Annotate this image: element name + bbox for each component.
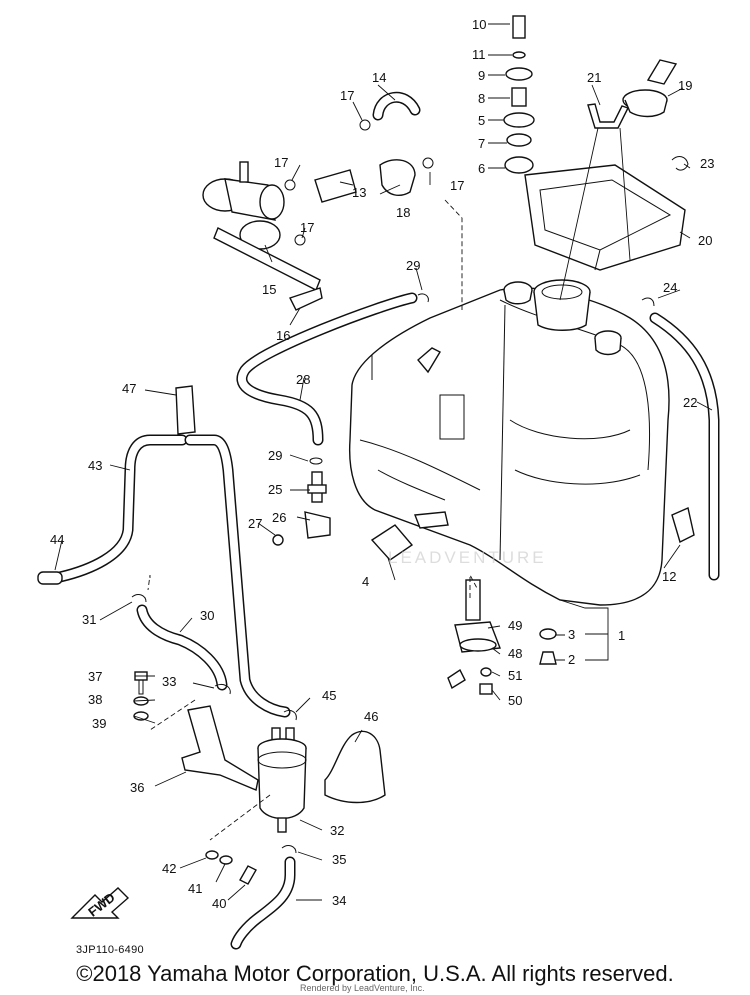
callout-11: 11: [472, 47, 486, 62]
callout-41: 41: [188, 881, 202, 896]
callout-29-upper: 29: [406, 258, 420, 273]
callout-2: 2: [568, 652, 575, 667]
part-2-bolt: [539, 651, 557, 665]
part-35-clamp: [281, 845, 297, 854]
part-21-bracket: [587, 103, 629, 129]
watermark: LEADVENTURE: [388, 548, 547, 567]
callout-17-a: 17: [340, 88, 354, 103]
callout-50: 50: [508, 693, 522, 708]
callout-42: 42: [162, 861, 176, 876]
callout-10: 10: [472, 17, 486, 32]
fuel-cap: [622, 59, 678, 118]
callout-13: 13: [352, 185, 366, 200]
part-4-tank-pad: [370, 524, 414, 561]
part-45-clamp: [283, 709, 297, 721]
callout-29-lower: 29: [268, 448, 282, 463]
callout-17-c: 17: [450, 178, 464, 193]
part-47-clamp: [175, 385, 196, 435]
callout-38: 38: [88, 692, 102, 707]
callout-5: 5: [478, 113, 485, 128]
part-28-hose: [236, 292, 418, 446]
part-13-filter: [314, 169, 357, 203]
callout-22: 22: [683, 395, 697, 410]
part-29-clamp-upper: [417, 293, 429, 303]
callout-45: 45: [322, 688, 336, 703]
leader-lines: [54, 23, 713, 901]
callout-16: 16: [276, 328, 290, 343]
callout-15: 15: [262, 282, 276, 297]
callout-12: 12: [662, 569, 676, 584]
part-23-clip: [671, 156, 689, 171]
fwd-arrow: FWD: [70, 887, 130, 920]
callout-26: 26: [272, 510, 286, 525]
callout-17-b: 17: [274, 155, 288, 170]
callout-19: 19: [678, 78, 692, 93]
part-16-bracket: [289, 287, 323, 311]
callout-47: 47: [122, 381, 136, 396]
callout-7: 7: [478, 136, 485, 151]
callout-21: 21: [587, 70, 601, 85]
callout-27: 27: [248, 516, 262, 531]
part-36-bracket: [181, 705, 259, 791]
callout-24: 24: [663, 280, 677, 295]
callout-1: 1: [618, 628, 625, 643]
callout-25: 25: [268, 482, 282, 497]
callout-33: 33: [162, 674, 176, 689]
callout-46: 46: [364, 709, 378, 724]
callout-14: 14: [372, 70, 386, 85]
callout-32: 32: [330, 823, 344, 838]
callout-48: 48: [508, 646, 522, 661]
callout-34: 34: [332, 893, 346, 908]
callout-6: 6: [478, 161, 485, 176]
part-34-hose: [230, 856, 296, 950]
render-credit: Rendered by LeadVenture, Inc.: [300, 983, 425, 993]
callout-31: 31: [82, 612, 96, 627]
fuel-petcock: [447, 579, 501, 695]
callout-numbers: 10 11 9 8 5 7 6 21 19 23 20 24 22 12 1 3…: [50, 17, 714, 911]
part-46-cover: [324, 730, 386, 804]
callout-9: 9: [478, 68, 485, 83]
part-24-clip: [641, 297, 655, 307]
part-33-clamp: [214, 683, 231, 695]
diagram-code: 3JP110-6490: [76, 944, 144, 956]
part-30-hose: [136, 604, 228, 691]
callout-3: 3: [568, 627, 575, 642]
callout-36: 36: [130, 780, 144, 795]
callout-49: 49: [508, 618, 522, 633]
callout-18: 18: [396, 205, 410, 220]
callout-39: 39: [92, 716, 106, 731]
part-32-filter: [257, 727, 307, 833]
copyright-notice: ©2018 Yamaha Motor Corporation, U.S.A. A…: [76, 961, 674, 986]
part-20-tray: [524, 164, 686, 271]
callout-30: 30: [200, 608, 214, 623]
callout-23: 23: [700, 156, 714, 171]
mount-stack: [503, 15, 535, 174]
part-22-hose: [649, 312, 720, 581]
callout-28: 28: [296, 372, 310, 387]
part-18-damper: [379, 159, 416, 197]
part-12-clip: [671, 507, 695, 543]
callout-37: 37: [88, 669, 102, 684]
valve-group: [272, 457, 331, 546]
callout-4: 4: [362, 574, 369, 589]
part-43-hose: [54, 434, 291, 718]
callout-51: 51: [508, 668, 522, 683]
part-44-cap: [37, 571, 63, 585]
callout-44: 44: [50, 532, 64, 547]
part-3-damper: [539, 628, 557, 640]
part-31-clamp: [131, 594, 147, 603]
callout-20: 20: [698, 233, 712, 248]
callout-17-d: 17: [300, 220, 314, 235]
callout-8: 8: [478, 91, 485, 106]
fuel-pump-group: [202, 91, 434, 311]
callout-40: 40: [212, 896, 226, 911]
callout-43: 43: [88, 458, 102, 473]
callout-35: 35: [332, 852, 346, 867]
